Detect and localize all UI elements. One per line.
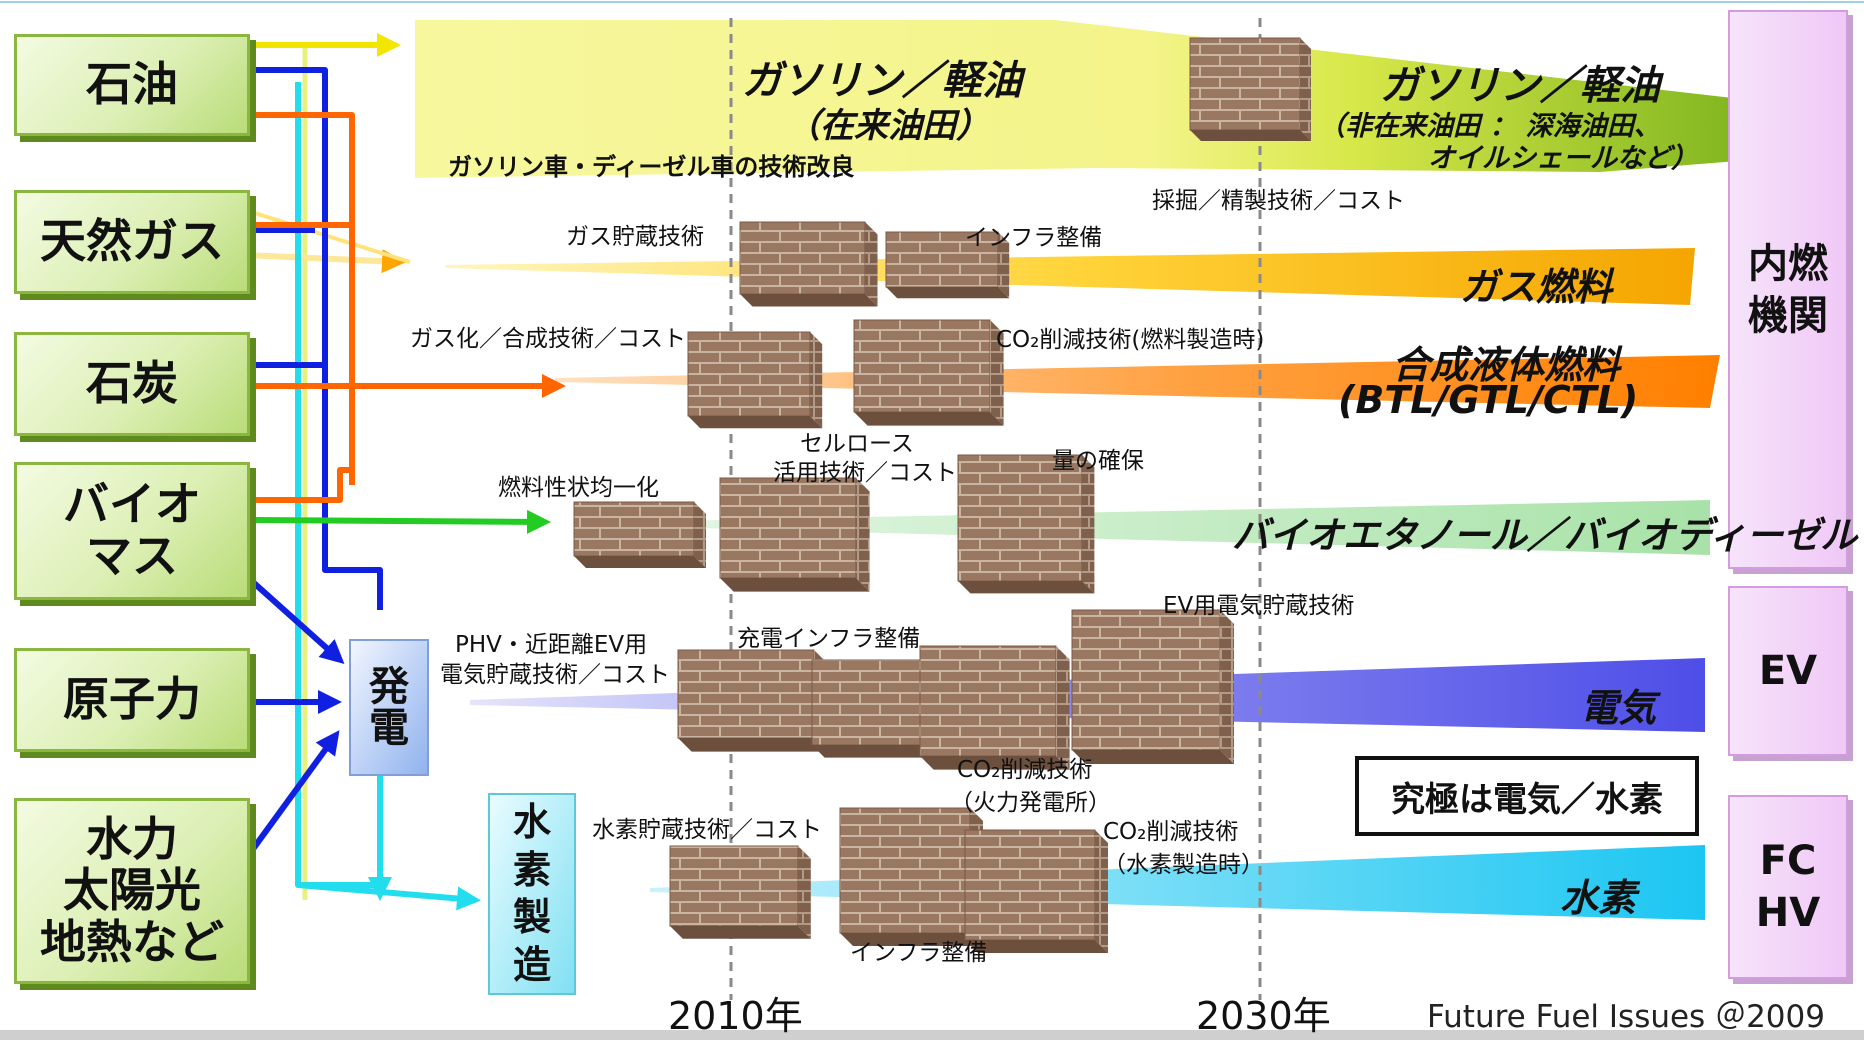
label-phv-2: 電気貯蔵技術／コスト xyxy=(440,662,670,688)
fuel-gasoline-unconventional-sub1: （非在来油田 ： 深海油田、 xyxy=(1318,111,1661,142)
bio-band xyxy=(620,500,1710,555)
fuel-synthetic-1: 合成液体燃料 xyxy=(1392,343,1621,387)
credit-text: Future Fuel Issues ＠2009 xyxy=(1427,999,1825,1035)
brick-wall xyxy=(669,845,811,939)
label-phv-1: PHV・近距離EV用 xyxy=(455,632,648,658)
power-generation-box: 発 電 xyxy=(369,663,409,751)
oil-band xyxy=(415,20,1750,178)
source-nuclear: 原子力 xyxy=(14,648,250,752)
year-2010: 2010年 xyxy=(668,994,803,1038)
fuel-gasoline-unconventional-sub2: オイルシェールなど） xyxy=(1428,143,1698,174)
category-fchv: FC HV xyxy=(1728,795,1848,979)
source-natural-gas: 天然ガス xyxy=(14,190,250,294)
brick-wall xyxy=(573,501,706,568)
brick-wall xyxy=(853,319,1004,426)
label-mining: 採掘／精製技術／コスト xyxy=(1152,188,1405,214)
fuel-gas: ガス燃料 xyxy=(1460,265,1613,309)
label-infra-h2: インフラ整備 xyxy=(850,940,988,966)
label-gas-storage: ガス貯蔵技術 xyxy=(566,224,704,250)
fuel-bio: バイオエタノール／バイオディーゼル xyxy=(1232,514,1858,557)
label-co2-power-2: （火力発電所） xyxy=(950,790,1111,816)
label-h2-storage: 水素貯蔵技術／コスト xyxy=(592,817,822,843)
brick-wall xyxy=(964,829,1108,953)
source-oil: 石油 xyxy=(14,34,250,136)
label-quantity: 量の確保 xyxy=(1052,448,1144,474)
label-cellulose-2: 活用技術／コスト xyxy=(773,460,957,486)
label-infra-gas: インフラ整備 xyxy=(965,225,1103,251)
fuel-hydrogen: 水素 xyxy=(1560,876,1637,920)
source-coal: 石炭 xyxy=(14,332,250,436)
brick-wall xyxy=(1189,37,1311,141)
label-co2-fuel: CO₂削減技術(燃料製造時) xyxy=(996,327,1265,353)
fuel-gasoline-note: ガソリン車・ディーゼル車の技術改良 xyxy=(448,153,855,181)
brick-wall xyxy=(739,221,878,307)
source-renewables: 水力 太陽光 地熱など xyxy=(14,798,250,984)
brick-walls xyxy=(573,37,1311,953)
fuel-gasoline-conventional-sub: （在来油田） xyxy=(786,106,990,146)
label-co2-h2-1: CO₂削減技術 xyxy=(1103,819,1239,845)
fuel-electric: 電気 xyxy=(1580,686,1657,730)
year-2030: 2030年 xyxy=(1196,994,1331,1038)
source-biomass: バイオ マス xyxy=(14,462,250,600)
ultimate-box: 究極は電気／水素 xyxy=(1355,756,1699,836)
category-internal-combustion: 内燃 機関 xyxy=(1728,10,1848,569)
category-ev: EV xyxy=(1728,586,1848,756)
brick-wall xyxy=(839,807,983,946)
brick-wall xyxy=(719,477,870,592)
brick-wall xyxy=(687,331,823,429)
brick-wall xyxy=(957,454,1095,594)
label-gasification: ガス化／合成技術／コスト xyxy=(410,326,686,352)
label-uniformity: 燃料性状均一化 xyxy=(498,475,659,501)
label-charging: 充電インフラ整備 xyxy=(737,626,921,652)
label-cellulose-1: セルロース xyxy=(800,431,914,457)
brick-wall xyxy=(885,231,1010,299)
label-ev-storage: EV用電気貯蔵技術 xyxy=(1163,593,1355,619)
brick-wall xyxy=(919,645,1070,770)
hydrogen-production-box: 水 素 製 造 xyxy=(512,800,551,987)
fuel-gasoline-unconventional-title: ガソリン／軽油 xyxy=(1380,63,1660,109)
brick-wall xyxy=(677,649,828,752)
synfuel-band xyxy=(555,355,1720,408)
label-co2-h2-2: （水素製造時） xyxy=(1103,852,1264,878)
fuel-gasoline-conventional-title: ガソリン／軽油 xyxy=(742,58,1022,104)
hydrogen-band xyxy=(650,845,1705,920)
brick-wall xyxy=(1071,609,1234,764)
label-co2-power-1: CO₂削減技術 xyxy=(957,757,1093,783)
fuel-synthetic-2: (BTL/GTL/CTL) xyxy=(1338,378,1639,422)
